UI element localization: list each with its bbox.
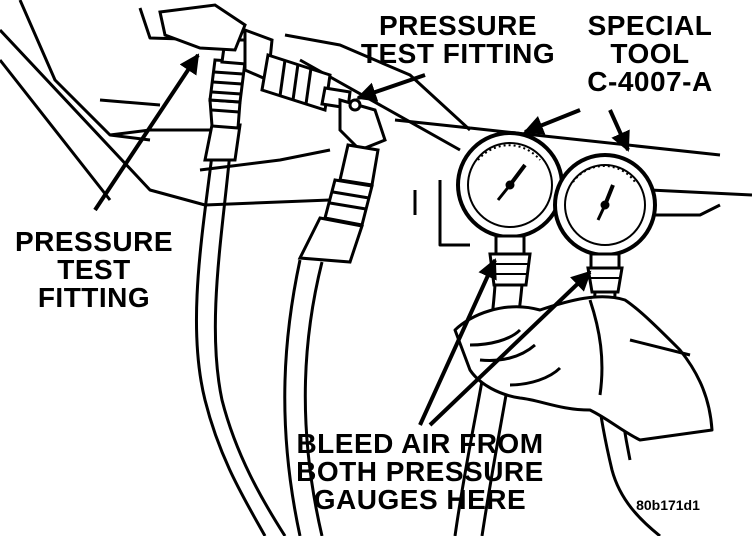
callout-special-tool: SPECIAL TOOL C-4007-A	[587, 10, 713, 97]
right-hose-fitting	[297, 143, 380, 264]
callout-arrows	[93, 53, 630, 427]
tee-fitting	[158, 3, 387, 152]
callout-pressure-test-fitting-left: PRESSURE TEST FITTING	[14, 226, 174, 313]
callout-bleed-air: BLEED AIR FROM BOTH PRESSURE GAUGES HERE	[296, 428, 544, 515]
callout-pressure-test-fitting-top: PRESSURE TEST FITTING	[360, 10, 556, 69]
hand	[453, 295, 714, 442]
left-gauge	[456, 131, 564, 287]
left-hose	[194, 129, 287, 536]
right-hose	[283, 259, 324, 536]
figure-code: 80b171d1	[636, 497, 700, 513]
right-gauge	[553, 153, 657, 294]
